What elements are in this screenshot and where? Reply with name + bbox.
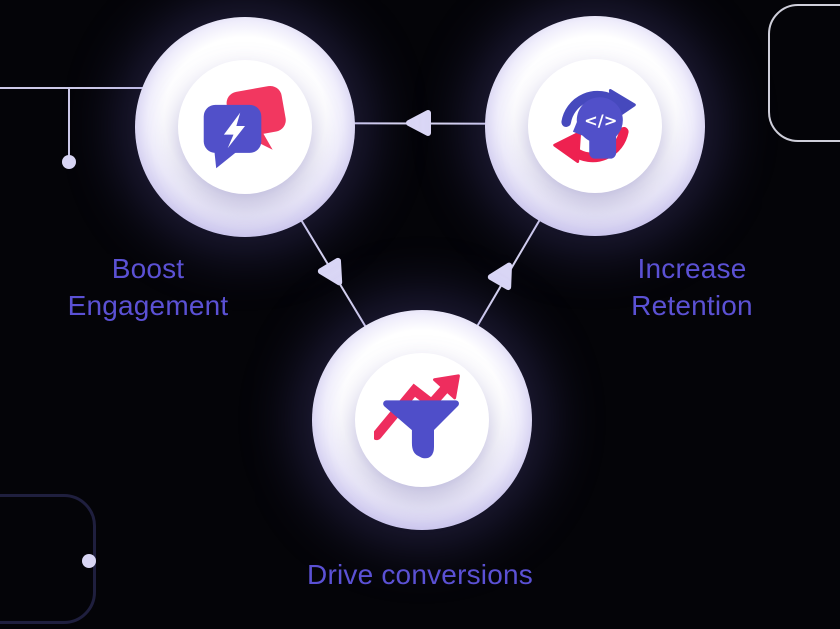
node-increase-retention: </> (485, 16, 705, 236)
chat-bubbles-lightning-icon (203, 85, 286, 169)
node-label-boost-engagement: Boost Engagement (67, 253, 229, 321)
decorative-horizontal-line (0, 87, 146, 89)
node-label-drive-conversions: Drive conversions (307, 559, 533, 590)
node-ring (312, 310, 532, 530)
node-inner-circle (355, 353, 489, 487)
decorative-dot-left (62, 155, 76, 169)
decorative-rounded-rect-top-right (768, 4, 840, 142)
funnel-trend-arrow-icon (374, 374, 460, 459)
decorative-dot-bottom-left (82, 554, 96, 568)
node-ring (135, 17, 355, 237)
node-drive-conversions (312, 310, 532, 530)
node-boost-engagement (135, 17, 355, 237)
node-inner-circle: </> (528, 59, 662, 193)
arrowhead-left-icon (406, 110, 431, 136)
arrowhead-down-right-icon (317, 257, 343, 286)
node-inner-circle (178, 60, 312, 194)
node-ring: </> (485, 16, 705, 236)
svg-text:</>: </> (584, 111, 617, 130)
decorative-vertical-line (68, 87, 70, 156)
node-label-increase-retention: Increase Retention (631, 253, 753, 321)
arrowhead-up-right-icon (487, 262, 512, 291)
head-code-refresh-icon: </> (553, 89, 636, 163)
